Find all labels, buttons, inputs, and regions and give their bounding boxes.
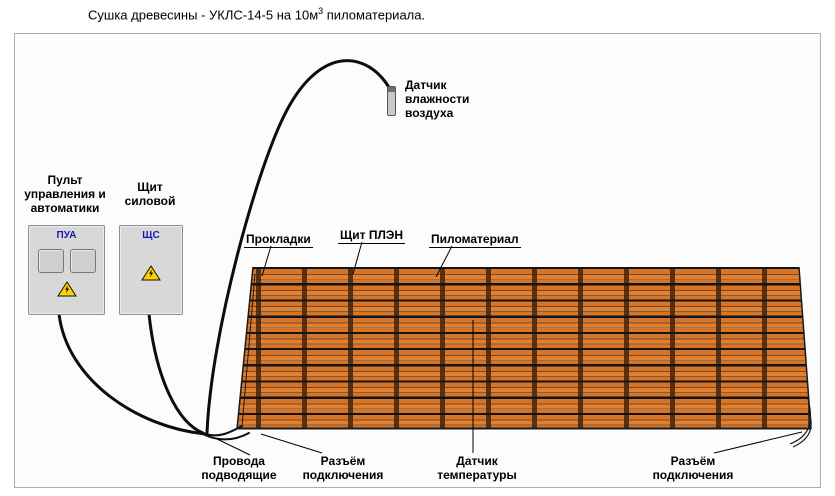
spacers-label: Прокладки (244, 232, 313, 248)
warning-triangle-icon (56, 281, 77, 297)
humidity-sensor-label: Датчик влажности воздуха (405, 78, 470, 120)
panel-button (37, 249, 64, 273)
power-panel-label: Щит силовой (124, 180, 176, 208)
title-suffix: пиломатериала. (323, 7, 426, 23)
temp-sensor-label: Датчик температуры (437, 454, 517, 482)
wires-label: Провода подводящие (201, 454, 277, 482)
page-title: Сушка древесины - УКЛС-14-5 на 10м3 пило… (88, 6, 425, 22)
lumber-stack (237, 267, 811, 429)
power-panel-box: ЩС (119, 225, 183, 315)
connector-left-label: Разъём подключения (302, 454, 384, 482)
shs-label: ЩС (142, 230, 160, 241)
humidity-sensor-icon (387, 86, 396, 116)
control-panel-label: Пульт управления и автоматики (24, 173, 106, 215)
panel-button (69, 249, 96, 273)
title-superscript: 3 (318, 6, 324, 16)
pua-label: ПУА (56, 230, 77, 241)
lumber-label: Пиломатериал (429, 232, 521, 248)
control-panel-box: ПУА (28, 225, 105, 315)
connector-right-label: Разъём подключения (652, 454, 734, 482)
warning-triangle-icon (141, 265, 161, 281)
panel-button-row (29, 249, 104, 273)
title-text: Сушка древесины - УКЛС-14-5 на 10м (88, 7, 319, 23)
diagram-canvas: ПУА ЩС Датчик влажности воздуха Пульт уп… (14, 33, 821, 488)
plen-label: Щит ПЛЭН (338, 228, 406, 244)
